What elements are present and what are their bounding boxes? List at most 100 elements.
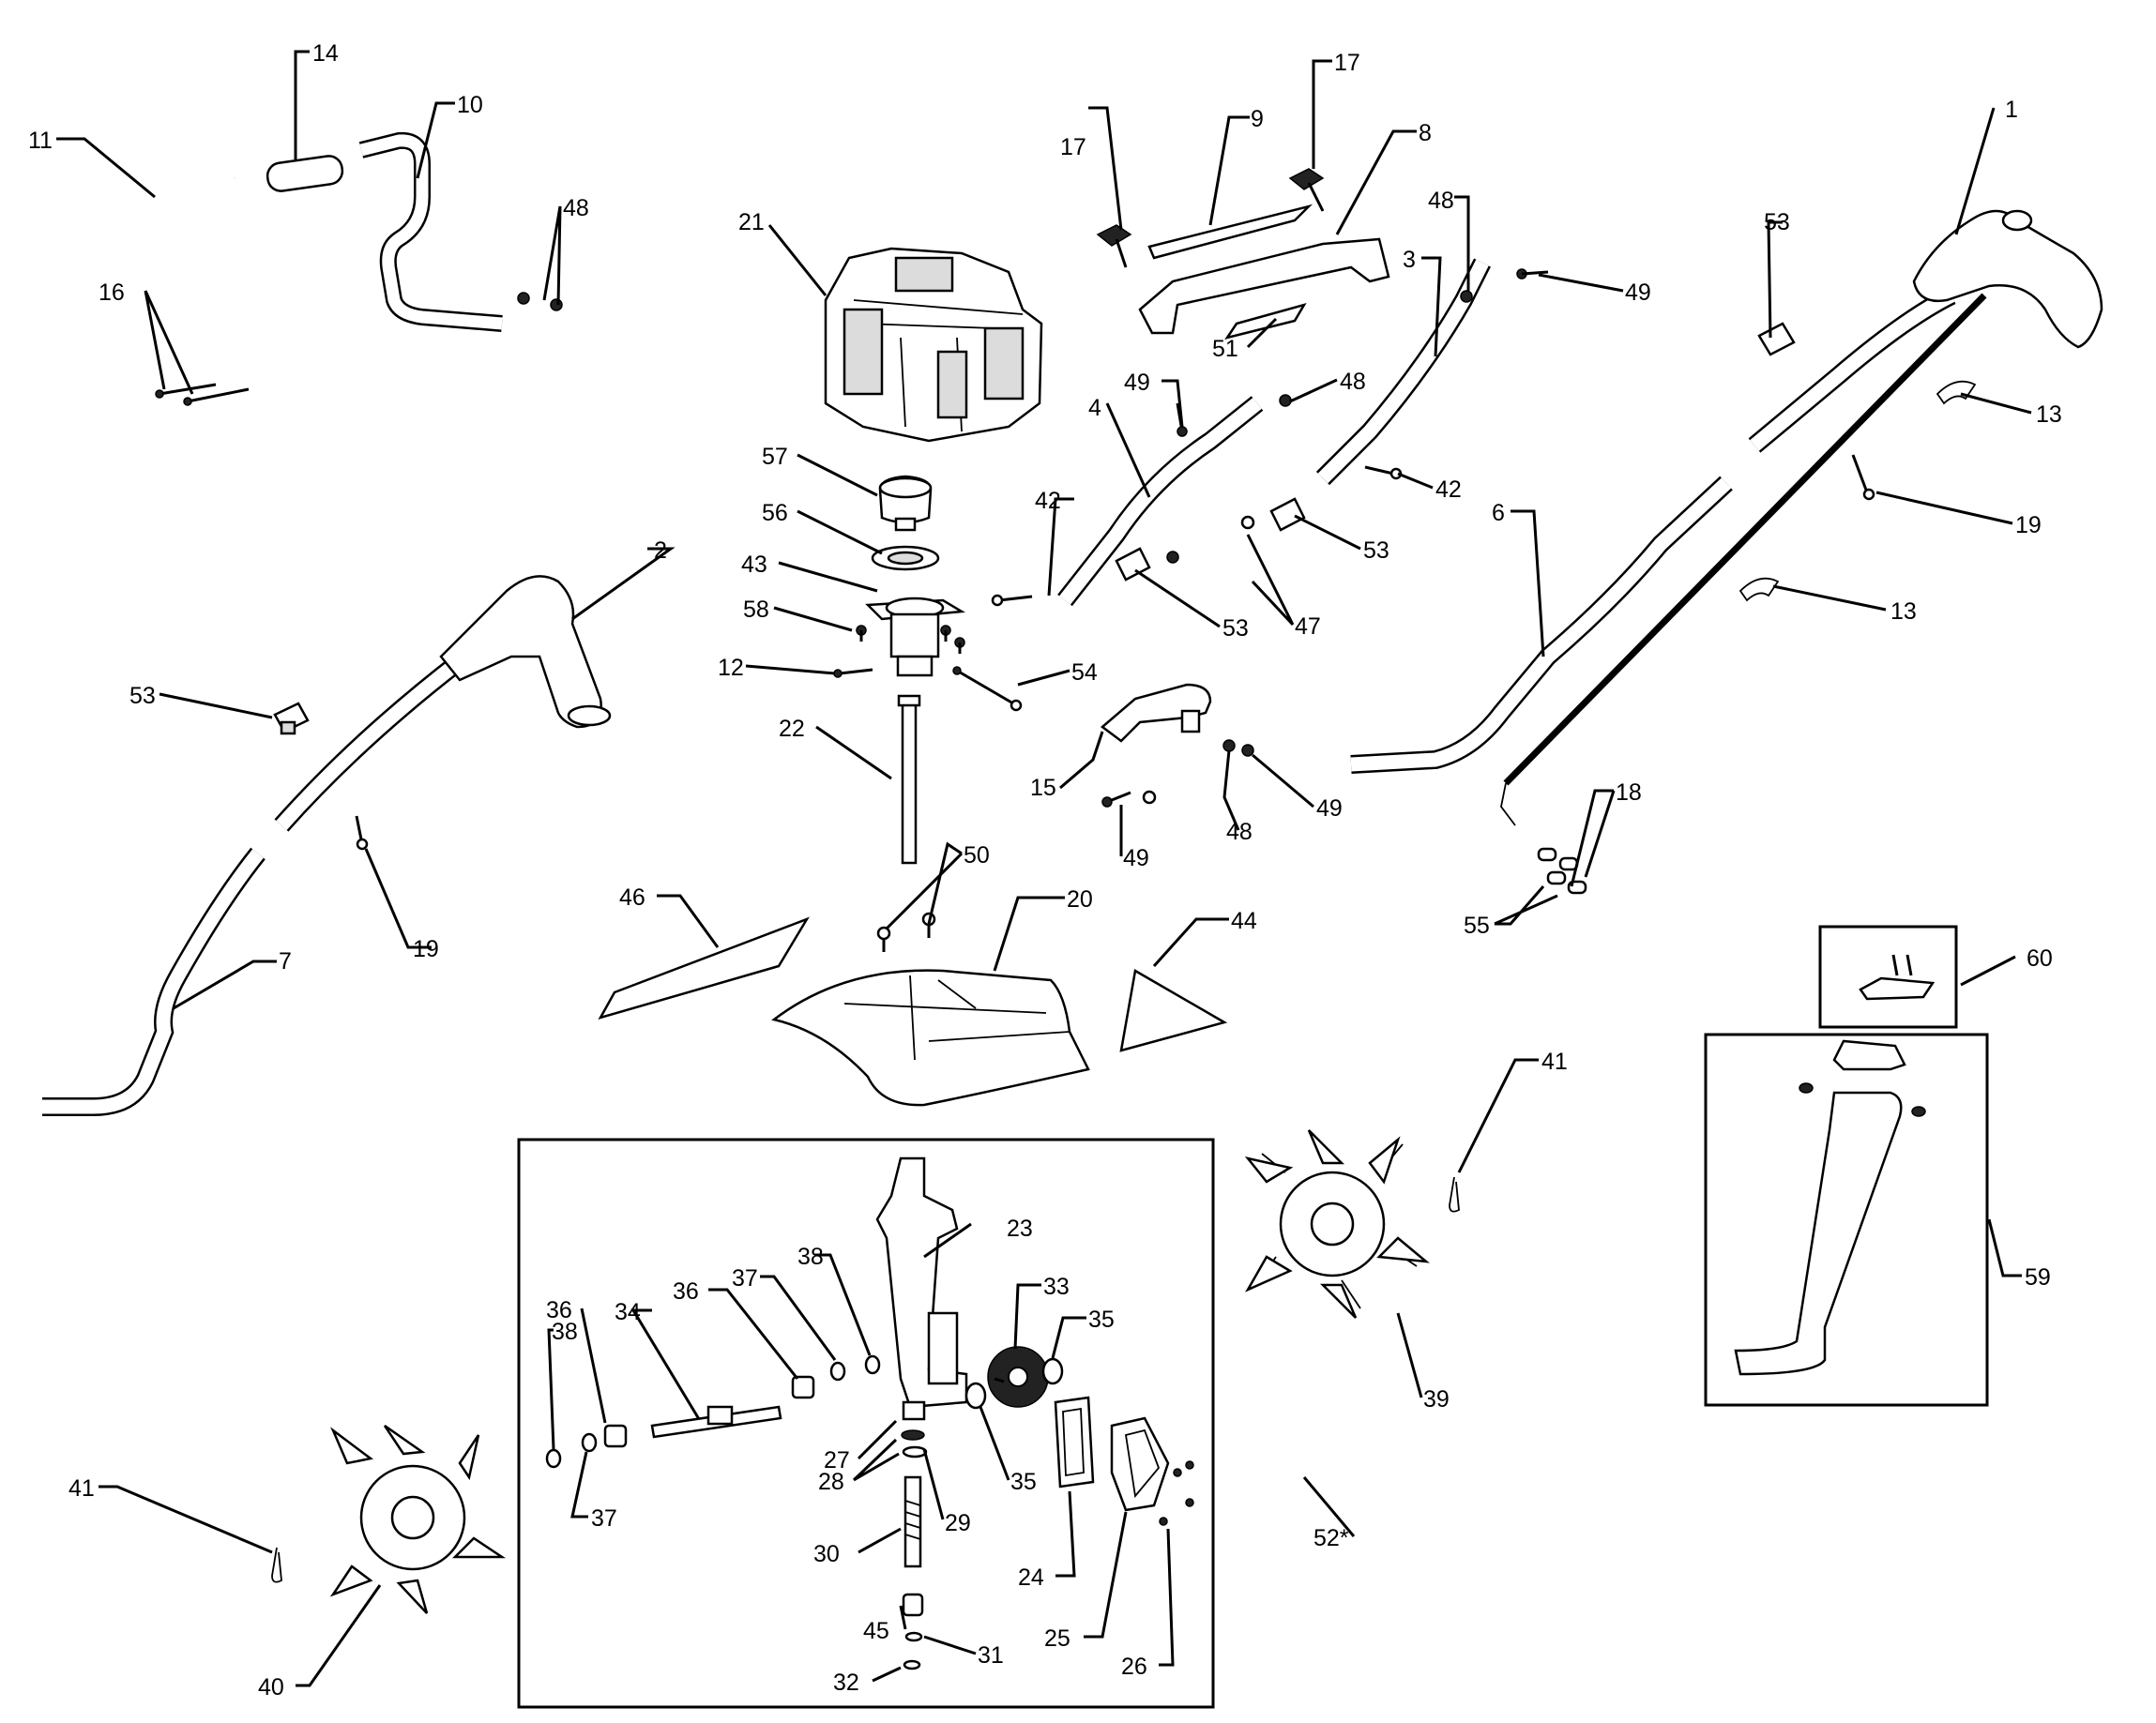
label-57: 57 [762, 444, 788, 470]
part-20-shield [771, 969, 1090, 1107]
part-48-nuts-left [517, 292, 563, 311]
part-41-clip-left [271, 1547, 282, 1583]
label-38a: 38 [552, 1319, 578, 1345]
label-10: 10 [457, 92, 483, 118]
part-4-handle-tube [1057, 396, 1264, 607]
label-38b: 38 [797, 1244, 824, 1270]
label-36b: 36 [673, 1278, 699, 1305]
part-cable [1500, 293, 1987, 826]
label-47: 47 [1295, 613, 1321, 640]
label-49b: 49 [1124, 370, 1150, 396]
label-43: 43 [741, 552, 767, 578]
label-54: 54 [1071, 659, 1098, 686]
label-59: 59 [2025, 1264, 2051, 1291]
part-13-clip-b [1738, 577, 1780, 602]
part-47-nut-a [1166, 551, 1179, 564]
label-33: 33 [1043, 1274, 1070, 1300]
label-30: 30 [813, 1541, 840, 1567]
label-7: 7 [279, 948, 292, 975]
label-13b: 13 [1890, 598, 1917, 625]
label-40: 40 [258, 1674, 284, 1700]
label-28: 28 [818, 1469, 844, 1495]
part-60-kit [1818, 925, 1958, 1029]
part-50-screws [876, 912, 936, 952]
label-37b: 37 [732, 1265, 758, 1292]
part-14-grip-tube [266, 155, 344, 192]
part-16-bolts [155, 383, 250, 406]
label-41a: 41 [1541, 1049, 1568, 1075]
label-9: 9 [1251, 106, 1264, 132]
label-11: 11 [28, 128, 53, 154]
part-48-nut-d [1142, 790, 1157, 805]
label-22: 22 [779, 716, 805, 742]
part-40-tine [329, 1424, 507, 1614]
part-49-screw-b [1516, 268, 1549, 280]
part-17-knob-right [1288, 168, 1325, 212]
part-44-decal [1119, 969, 1228, 1052]
part-53-knob-left [273, 702, 310, 735]
label-46: 46 [619, 884, 645, 911]
part-52-gearbox-kit [517, 1138, 1215, 1709]
label-53b: 53 [1222, 615, 1249, 642]
part-59-kit [1704, 1033, 1989, 1407]
label-35b: 35 [1010, 1469, 1037, 1495]
part-8-bracket [1138, 237, 1390, 335]
part-21-engine [824, 247, 1043, 443]
label-21: 21 [738, 209, 765, 235]
part-42-bolt-a [991, 594, 1033, 607]
label-3: 3 [1403, 247, 1416, 273]
label-56: 56 [762, 500, 788, 526]
label-53a: 53 [129, 683, 156, 709]
label-48a: 48 [563, 195, 589, 221]
label-39: 39 [1423, 1386, 1450, 1413]
label-15: 15 [1030, 775, 1056, 801]
part-48-nut-a [1279, 394, 1292, 407]
label-18: 18 [1616, 779, 1642, 806]
label-20: 20 [1067, 886, 1093, 913]
part-53-knob-c [1757, 322, 1796, 356]
leader-lines [56, 50, 2032, 1687]
label-34: 34 [615, 1299, 641, 1325]
label-49d: 49 [1123, 845, 1149, 871]
part-48-nut-c [1222, 739, 1236, 752]
label-60: 60 [2027, 945, 2053, 972]
label-24: 24 [1018, 1564, 1044, 1591]
part-18-55-springs [1537, 847, 1587, 895]
label-29: 29 [945, 1510, 971, 1536]
label-32: 32 [833, 1670, 859, 1696]
label-17a: 17 [1060, 134, 1086, 160]
part-51-decal [1224, 302, 1307, 340]
label-42a: 42 [1035, 488, 1061, 514]
part-13-clip-a [1936, 380, 1977, 405]
label-26: 26 [1121, 1654, 1147, 1680]
part-39-tine [1244, 1129, 1430, 1319]
part-17-knob-left [1096, 224, 1132, 268]
label-41b: 41 [68, 1475, 95, 1502]
part-57-cap [878, 475, 933, 532]
part-54-bolt [952, 666, 1023, 712]
part-42-bolt-b [1364, 465, 1403, 480]
label-52: 52* [1313, 1525, 1349, 1551]
label-13a: 13 [2036, 401, 2062, 428]
label-53c: 53 [1363, 537, 1389, 564]
part-49-screw-d [1101, 791, 1131, 808]
part-7-handle [42, 847, 266, 1116]
label-31: 31 [978, 1642, 1004, 1669]
label-23: 23 [1007, 1216, 1033, 1242]
label-55: 55 [1464, 913, 1490, 939]
part-22-shaft [897, 694, 921, 865]
label-12: 12 [718, 655, 744, 681]
part-2-handle [274, 575, 612, 832]
label-2: 2 [654, 537, 667, 564]
part-53-knob-b [1269, 497, 1306, 532]
label-27: 27 [824, 1447, 850, 1474]
part-11-handle-bar [157, 172, 329, 372]
part-6-handle-tube [1350, 476, 1733, 774]
part-53-knob-a [1115, 547, 1151, 582]
label-37a: 37 [591, 1505, 617, 1532]
label-19a: 19 [413, 936, 439, 962]
part-12-bolt [833, 668, 873, 678]
label-25: 25 [1044, 1625, 1070, 1652]
part-43-flange-housing [865, 597, 965, 677]
